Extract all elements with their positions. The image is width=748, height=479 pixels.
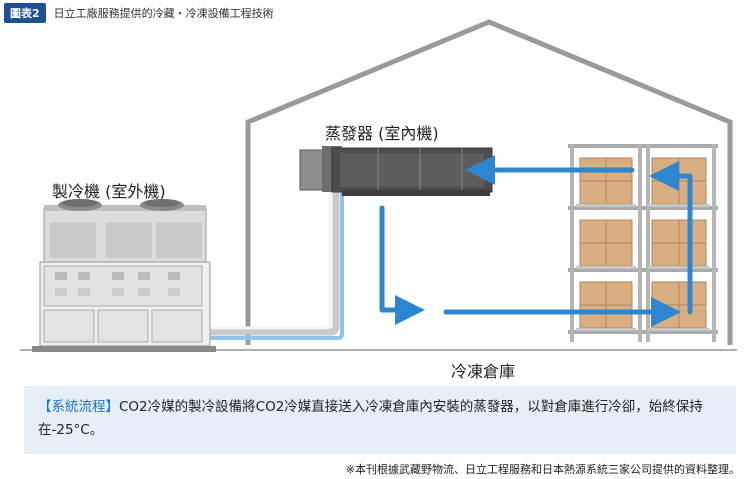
condensing-unit-label: 製冷機 (室外機) [52, 182, 166, 201]
figure-header: 圖表2 日立工廠服務提供的冷藏・冷凍設備工程技術 [4, 3, 274, 23]
evaporator-unit [299, 146, 493, 196]
source-note: ※本刊根據武藏野物流、日立工程服務和日本熱源系統三家公司提供的資料整理。 [345, 463, 740, 476]
refrigerant-pipes [205, 180, 344, 340]
figure-title: 日立工廠服務提供的冷藏・冷凍設備工程技術 [53, 7, 274, 20]
condensing-unit [32, 199, 216, 352]
note-text: CO2冷媒的製冷設備將CO2冷媒直接送入冷凍倉庫內安裝的蒸發器，以對倉庫進行冷卻… [38, 399, 703, 438]
cold-storage-label: 冷凍倉庫 [451, 362, 516, 381]
system-flow-note: 【系統流程】CO2冷媒的製冷設備將CO2冷媒直接送入冷凍倉庫內安裝的蒸發器，以對… [24, 386, 736, 454]
cold-air-down-arrow [379, 205, 425, 325]
evaporator-label: 蒸發器 (室內機) [325, 124, 439, 143]
note-highlight: 【系統流程】 [38, 399, 119, 415]
figure-tag: 圖表2 [4, 3, 46, 23]
cooling-system-diagram [20, 19, 737, 352]
warehouse-outline [245, 19, 733, 345]
rack-circulation-arrow [649, 161, 693, 315]
airflow-arrows [379, 155, 693, 327]
